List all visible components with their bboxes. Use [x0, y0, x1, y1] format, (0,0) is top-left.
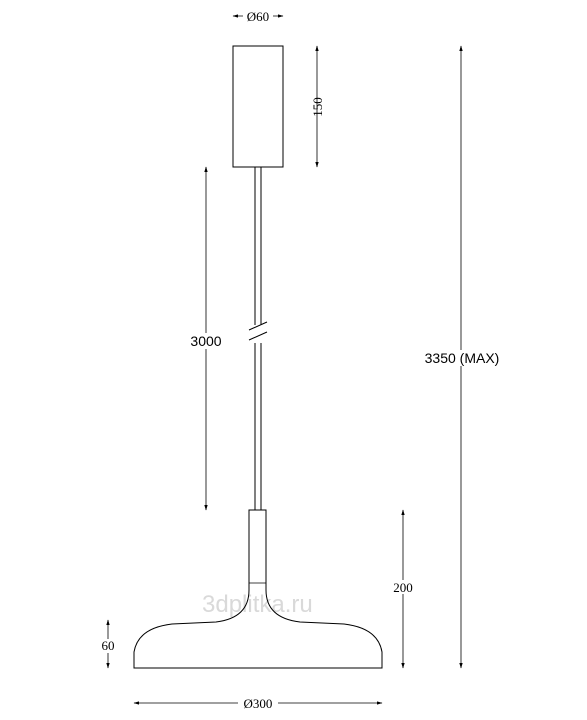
shade-diameter-label: Ø300 [244, 696, 273, 711]
canopy [232, 45, 284, 168]
total-height-label: 3350 (MAX) [425, 350, 500, 366]
diameter-60-label: Ø60 [247, 9, 269, 24]
shade-height-label-bg [99, 639, 117, 653]
watermark: 3dplitka.ru [202, 591, 313, 618]
diameter-60-label-bg [243, 9, 273, 23]
body-height-label: 200 [393, 580, 413, 595]
lamp-body [133, 509, 383, 669]
body-height-label-bg [392, 580, 414, 594]
shade-diameter-label-bg [238, 696, 278, 710]
cable-length-label-bg [186, 333, 226, 349]
canopy-height-label: 150 [310, 97, 325, 117]
total-height-label-bg [418, 350, 506, 366]
cable-break-symbol [248, 321, 268, 341]
shade-height-label: 60 [102, 638, 115, 653]
cable-length-label: 3000 [190, 333, 221, 349]
